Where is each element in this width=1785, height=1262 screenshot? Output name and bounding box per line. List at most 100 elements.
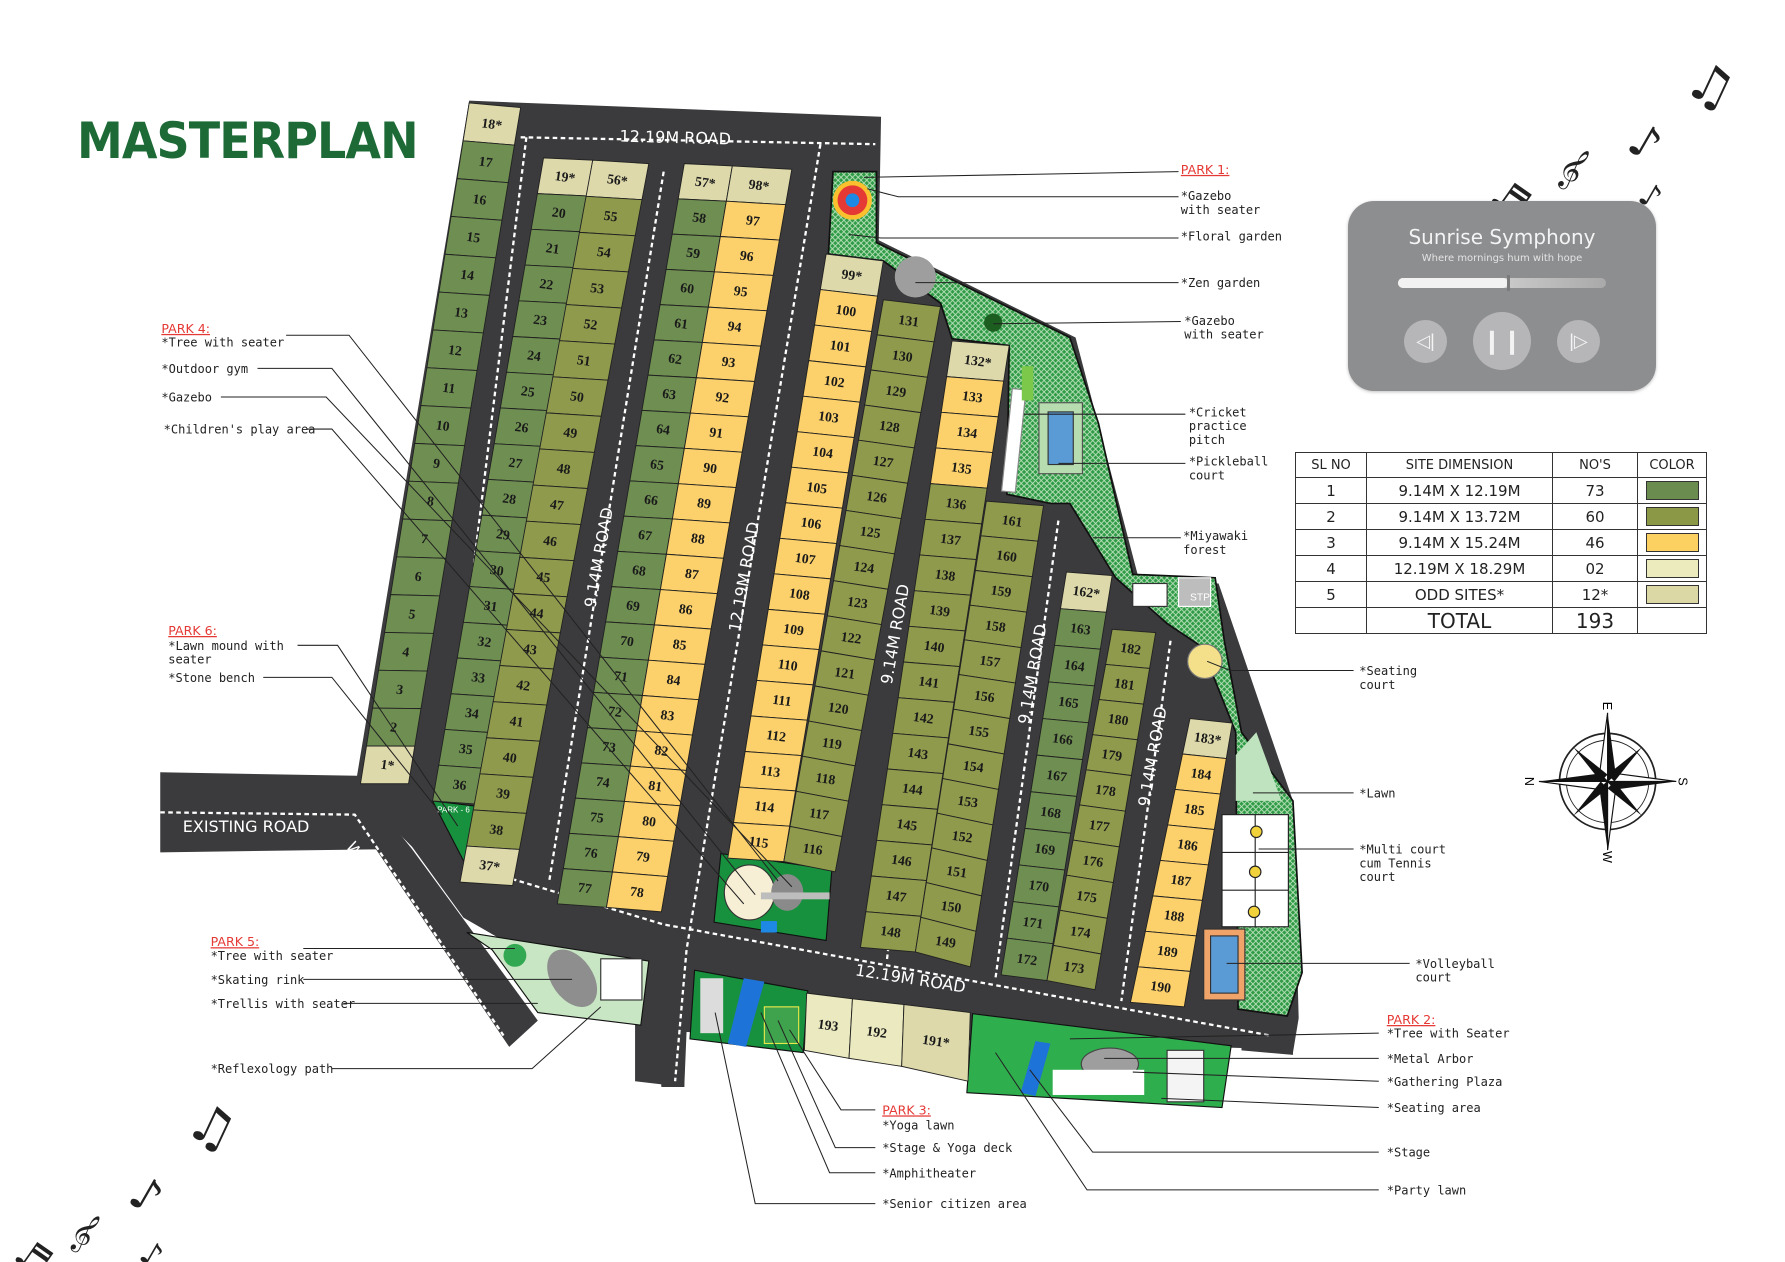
progress-slider[interactable] bbox=[1398, 275, 1606, 291]
plot-162-odd[interactable]: 162* bbox=[1059, 571, 1113, 613]
plot-98-odd[interactable]: 98* bbox=[725, 165, 793, 206]
plot-51[interactable]: 51 bbox=[552, 340, 616, 381]
plot-4[interactable]: 4 bbox=[378, 631, 434, 672]
plot-184[interactable]: 184 bbox=[1174, 753, 1227, 795]
plot-74[interactable]: 74 bbox=[574, 762, 631, 802]
plot-71[interactable]: 71 bbox=[593, 656, 649, 696]
plot-24[interactable]: 24 bbox=[506, 336, 563, 376]
plot-48[interactable]: 48 bbox=[532, 448, 595, 489]
plot-118[interactable]: 118 bbox=[795, 755, 856, 802]
plot-56-odd[interactable]: 56* bbox=[585, 159, 650, 201]
plot-34[interactable]: 34 bbox=[444, 693, 500, 734]
plot-87[interactable]: 87 bbox=[659, 553, 725, 595]
plot-173[interactable]: 173 bbox=[1046, 944, 1102, 991]
plot-143[interactable]: 143 bbox=[886, 732, 950, 775]
plot-38[interactable]: 38 bbox=[466, 809, 527, 850]
plot-47[interactable]: 47 bbox=[525, 484, 589, 526]
plot-105[interactable]: 105 bbox=[785, 466, 849, 509]
plot-187[interactable]: 187 bbox=[1152, 859, 1209, 901]
plot-132-odd[interactable]: 132* bbox=[946, 340, 1010, 382]
plot-185[interactable]: 185 bbox=[1167, 788, 1221, 831]
plot-150[interactable]: 150 bbox=[920, 882, 983, 932]
plot-50[interactable]: 50 bbox=[545, 376, 609, 417]
plot-103[interactable]: 103 bbox=[796, 395, 861, 439]
plot-96[interactable]: 96 bbox=[713, 236, 780, 276]
plot-95[interactable]: 95 bbox=[707, 271, 774, 312]
plot-165[interactable]: 165 bbox=[1042, 681, 1095, 724]
plot-1-odd[interactable]: 1* bbox=[359, 745, 416, 785]
plot-9[interactable]: 9 bbox=[408, 442, 466, 484]
plot-129[interactable]: 129 bbox=[864, 369, 928, 414]
plot-109[interactable]: 109 bbox=[761, 608, 826, 651]
plot-73[interactable]: 73 bbox=[580, 727, 637, 767]
plot-193[interactable]: 193 bbox=[803, 992, 853, 1059]
plot-171[interactable]: 171 bbox=[1006, 901, 1060, 945]
plot-176[interactable]: 176 bbox=[1065, 839, 1120, 884]
plot-131[interactable]: 131 bbox=[876, 299, 942, 343]
plot-16[interactable]: 16 bbox=[450, 178, 509, 221]
plot-130[interactable]: 130 bbox=[870, 334, 935, 378]
plot-44[interactable]: 44 bbox=[505, 592, 568, 634]
plot-58[interactable]: 58 bbox=[671, 198, 727, 237]
plot-160[interactable]: 160 bbox=[974, 535, 1039, 578]
plot-17[interactable]: 17 bbox=[456, 140, 515, 184]
plot-42[interactable]: 42 bbox=[492, 665, 555, 706]
plot-7[interactable]: 7 bbox=[396, 518, 453, 559]
plot-122[interactable]: 122 bbox=[820, 615, 882, 661]
plot-117[interactable]: 117 bbox=[789, 790, 849, 838]
plot-123[interactable]: 123 bbox=[826, 580, 889, 626]
plot-111[interactable]: 111 bbox=[750, 679, 814, 721]
plot-139[interactable]: 139 bbox=[908, 590, 972, 632]
plot-46[interactable]: 46 bbox=[519, 520, 582, 562]
plot-76[interactable]: 76 bbox=[562, 832, 619, 873]
plot-61[interactable]: 61 bbox=[653, 304, 709, 343]
plot-104[interactable]: 104 bbox=[790, 431, 855, 474]
plot-166[interactable]: 166 bbox=[1036, 718, 1089, 761]
plot-70[interactable]: 70 bbox=[599, 621, 655, 661]
plot-39[interactable]: 39 bbox=[472, 773, 534, 814]
plot-121[interactable]: 121 bbox=[814, 650, 876, 696]
plot-88[interactable]: 88 bbox=[665, 518, 731, 559]
plot-29[interactable]: 29 bbox=[475, 514, 531, 555]
plot-174[interactable]: 174 bbox=[1052, 909, 1108, 955]
plot-140[interactable]: 140 bbox=[903, 625, 966, 668]
plot-75[interactable]: 75 bbox=[568, 797, 625, 838]
plot-55[interactable]: 55 bbox=[578, 195, 643, 237]
plot-164[interactable]: 164 bbox=[1048, 644, 1101, 687]
plot-169[interactable]: 169 bbox=[1018, 827, 1072, 871]
plot-80[interactable]: 80 bbox=[617, 800, 681, 842]
plot-12[interactable]: 12 bbox=[426, 329, 484, 371]
plot-147[interactable]: 147 bbox=[865, 875, 927, 917]
plot-153[interactable]: 153 bbox=[936, 778, 999, 826]
plot-163[interactable]: 163 bbox=[1054, 608, 1107, 650]
plot-133[interactable]: 133 bbox=[940, 376, 1005, 418]
plot-86[interactable]: 86 bbox=[653, 589, 718, 630]
plot-81[interactable]: 81 bbox=[623, 765, 687, 807]
plot-149[interactable]: 149 bbox=[914, 916, 977, 968]
plot-60[interactable]: 60 bbox=[659, 268, 715, 308]
plot-159[interactable]: 159 bbox=[969, 569, 1033, 613]
plot-181[interactable]: 181 bbox=[1098, 663, 1151, 705]
plot-144[interactable]: 144 bbox=[881, 768, 944, 810]
plot-2[interactable]: 2 bbox=[365, 707, 422, 747]
plot-186[interactable]: 186 bbox=[1159, 824, 1215, 866]
plot-191-odd[interactable]: 191* bbox=[901, 1004, 971, 1082]
plot-90[interactable]: 90 bbox=[677, 447, 743, 489]
plot-14[interactable]: 14 bbox=[438, 253, 497, 296]
plot-5[interactable]: 5 bbox=[384, 594, 441, 634]
plot-145[interactable]: 145 bbox=[876, 804, 938, 846]
plot-189[interactable]: 189 bbox=[1137, 930, 1197, 972]
plot-45[interactable]: 45 bbox=[512, 556, 575, 598]
plot-175[interactable]: 175 bbox=[1059, 874, 1114, 919]
plot-20[interactable]: 20 bbox=[530, 193, 588, 233]
plot-77[interactable]: 77 bbox=[556, 868, 613, 908]
plot-100[interactable]: 100 bbox=[814, 289, 879, 333]
plot-6[interactable]: 6 bbox=[390, 556, 447, 597]
plot-172[interactable]: 172 bbox=[1000, 937, 1054, 982]
plot-10[interactable]: 10 bbox=[414, 405, 472, 447]
plot-89[interactable]: 89 bbox=[671, 483, 737, 524]
plot-59[interactable]: 59 bbox=[665, 233, 721, 273]
plot-177[interactable]: 177 bbox=[1072, 804, 1126, 848]
plot-128[interactable]: 128 bbox=[857, 404, 922, 449]
plot-57-odd[interactable]: 57* bbox=[677, 163, 733, 202]
